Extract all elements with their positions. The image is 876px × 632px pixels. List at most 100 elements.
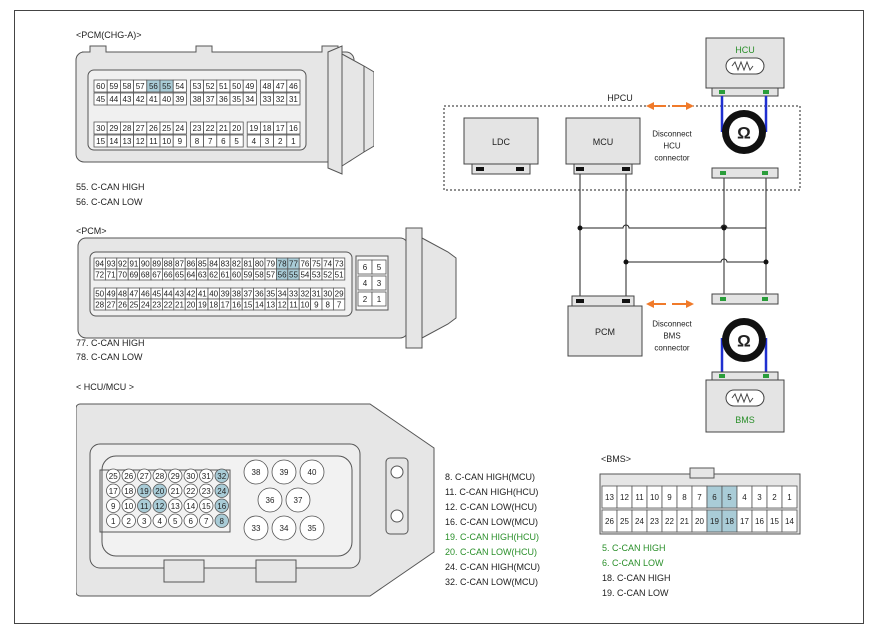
pin-number: 19: [140, 487, 149, 496]
pin-number: 39: [280, 468, 289, 477]
pin-number: 49: [107, 290, 116, 299]
pcm-chg-a-note-1: 55. C-CAN HIGH: [76, 182, 145, 192]
pin-number: 46: [289, 82, 298, 91]
bms-note: 5. C-CAN HIGH: [602, 543, 666, 553]
pin-cell: [172, 121, 187, 135]
disconnect-hcu-arrows-icon: [646, 102, 694, 110]
pin-number: 27: [140, 472, 149, 481]
pin-number: 2: [772, 493, 777, 502]
pin-number: 59: [243, 271, 252, 280]
pcm-chg-a-title: <PCM(CHG-A)>: [76, 30, 142, 40]
pin-cell: [106, 498, 121, 513]
pin-number: 12: [136, 137, 145, 146]
pin-cell: [242, 92, 257, 106]
pin-number: 38: [252, 468, 261, 477]
pin-number: 30: [186, 472, 195, 481]
pin-cell: [199, 513, 214, 528]
pin-number: 51: [219, 82, 228, 91]
pin-number: 24: [175, 124, 184, 133]
pin-number: 1: [291, 137, 296, 146]
pin-number: 91: [129, 260, 138, 269]
pin-cell: [172, 92, 187, 106]
ldc-label: LDC: [492, 137, 511, 147]
pin-cell: [121, 468, 136, 483]
pin-cell: [286, 79, 301, 93]
pin-number: 35: [308, 524, 317, 533]
pin-number: 45: [96, 95, 105, 104]
pin-number: 57: [266, 271, 275, 280]
pin-cell: [106, 468, 121, 483]
pin-number: 93: [107, 260, 116, 269]
pin-number: 15: [202, 502, 211, 511]
pin-number: 25: [620, 517, 629, 526]
pcm-module: [567, 305, 643, 357]
pin-number: 12: [620, 493, 629, 502]
pin-number: 53: [193, 82, 202, 91]
pin-number: 15: [96, 137, 105, 146]
pin-number: 64: [186, 271, 195, 280]
pin-number: 13: [266, 301, 275, 310]
pin-number: 10: [162, 137, 171, 146]
pin-cell: [214, 468, 229, 483]
pin-number: 94: [95, 260, 104, 269]
pin-cell: [199, 483, 214, 498]
pin-number: 2: [278, 137, 283, 146]
hcu-mcu-note: 11. C-CAN HIGH(HCU): [445, 487, 539, 497]
pin-number: 74: [323, 260, 332, 269]
pin-number: 52: [323, 271, 332, 280]
pin-cell: [199, 498, 214, 513]
pin-number: 92: [118, 260, 127, 269]
pin-number: 33: [263, 95, 272, 104]
pin-number: 18: [263, 124, 272, 133]
pcm-chg-a-note-2: 56. C-CAN LOW: [76, 197, 143, 207]
pin-number: 81: [243, 260, 252, 269]
pin-number: 85: [198, 260, 207, 269]
pcm-title: <PCM>: [76, 226, 107, 236]
pin-number: 90: [141, 260, 150, 269]
pin-number: 62: [209, 271, 218, 280]
pin-number: 7: [337, 301, 342, 310]
pin-number: 68: [141, 271, 150, 280]
pin-number: 3: [377, 279, 382, 288]
pin-cell: [168, 513, 183, 528]
pin-number: 31: [312, 290, 321, 299]
pin-cell: [168, 483, 183, 498]
pin-number: 24: [635, 517, 644, 526]
pin-number: 43: [175, 290, 184, 299]
pin-number: 51: [335, 271, 344, 280]
pin-number: 10: [124, 502, 133, 511]
pin-cell: [371, 259, 387, 275]
pin-number: 6: [189, 517, 194, 526]
pin-number: 48: [118, 290, 127, 299]
pin-number: 33: [252, 524, 261, 533]
pin-cell: [371, 275, 387, 291]
hcu-mcu-note: 12. C-CAN LOW(HCU): [445, 502, 538, 512]
pin-number: 58: [123, 82, 132, 91]
pin-number: 36: [266, 496, 275, 505]
pin-number: 40: [308, 468, 317, 477]
pin-number: 66: [164, 271, 173, 280]
pin-number: 21: [680, 517, 689, 526]
pin-cell: [106, 483, 121, 498]
pin-number: 9: [314, 301, 319, 310]
pin-cell: [214, 498, 229, 513]
pin-number: 65: [175, 271, 184, 280]
pin-number: 10: [300, 301, 309, 310]
ohm-symbol-bms: Ω: [737, 332, 751, 351]
pin-number: 24: [141, 301, 150, 310]
pin-number: 42: [186, 290, 195, 299]
pin-number: 8: [220, 517, 225, 526]
pin-number: 18: [209, 301, 218, 310]
pin-cell: [121, 483, 136, 498]
pin-cell: [299, 515, 325, 541]
pin-number: 44: [164, 290, 173, 299]
pin-number: 9: [111, 502, 116, 511]
pin-cell: [243, 459, 269, 485]
pin-number: 22: [665, 517, 674, 526]
pin-cell: [172, 134, 187, 148]
pin-number: 34: [280, 524, 289, 533]
